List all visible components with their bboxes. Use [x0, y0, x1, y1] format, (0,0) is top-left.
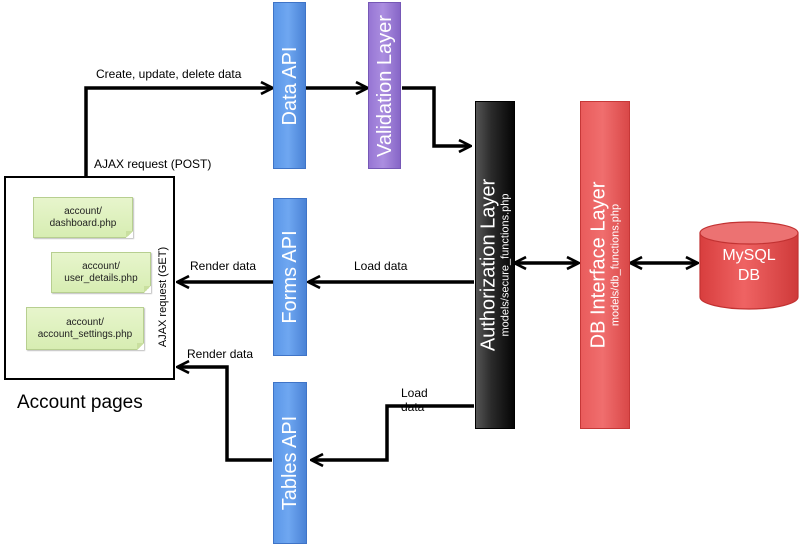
note-account-settings-line1: account/	[66, 316, 104, 328]
note-user-details: account/ user_details.php	[51, 252, 151, 293]
validation-layer-label: Validation Layer	[373, 14, 396, 157]
post-to-data-api-arrow	[84, 88, 272, 176]
authorization-layer-subtitle: models/secure_functions.php	[499, 193, 512, 337]
data-api-label: Data API	[278, 46, 301, 125]
validation-to-authorization-arrow	[402, 86, 470, 146]
note-user-details-line2: user_details.php	[64, 272, 138, 284]
note-account-settings-line2: account_settings.php	[37, 328, 133, 340]
ajax-get-label: AJAX request (GET)	[157, 246, 169, 348]
account-pages-caption: Account pages	[17, 392, 143, 413]
create-update-delete-label: Create, update, delete data	[96, 67, 242, 81]
db-interface-layer-title: DB Interface Layer	[587, 181, 610, 349]
load-data-forms-label: Load data	[354, 259, 408, 273]
forms-api-box: Forms API	[273, 198, 307, 356]
authorization-layer-title: Authorization Layer	[477, 178, 500, 352]
authorization-to-tables-api-arrow	[312, 404, 474, 460]
tables-api-to-pages-arrow	[178, 367, 272, 462]
validation-layer-box: Validation Layer	[368, 2, 401, 169]
render-data-forms-label: Render data	[190, 259, 257, 273]
db-label: DB	[737, 267, 761, 284]
db-interface-layer-subtitle: models/db_functions.php	[609, 203, 622, 327]
db-interface-layer-box: DB Interface Layer models/db_functions.p…	[580, 101, 630, 429]
mysql-db-label: MySQL DB	[699, 246, 799, 286]
mysql-label: MySQL	[722, 247, 776, 264]
render-data-tables-label: Render data	[187, 347, 254, 361]
note-account-settings: account/ account_settings.php	[26, 307, 144, 350]
tables-api-label: Tables API	[279, 415, 301, 511]
ajax-post-label: AJAX request (POST)	[94, 157, 212, 171]
load-data-tables-label: Load data	[401, 386, 428, 414]
tables-api-box: Tables API	[273, 382, 307, 544]
note-dashboard-line2: dashboard.php	[49, 217, 117, 229]
note-dashboard: account/ dashboard.php	[33, 197, 133, 238]
authorization-layer-box: Authorization Layer models/secure_functi…	[475, 101, 515, 429]
mysql-db-cylinder	[699, 221, 799, 310]
note-user-details-line1: account/	[82, 260, 120, 272]
data-api-box: Data API	[273, 2, 306, 169]
forms-api-label: Forms API	[279, 230, 301, 324]
note-dashboard-line1: account/	[64, 205, 102, 217]
